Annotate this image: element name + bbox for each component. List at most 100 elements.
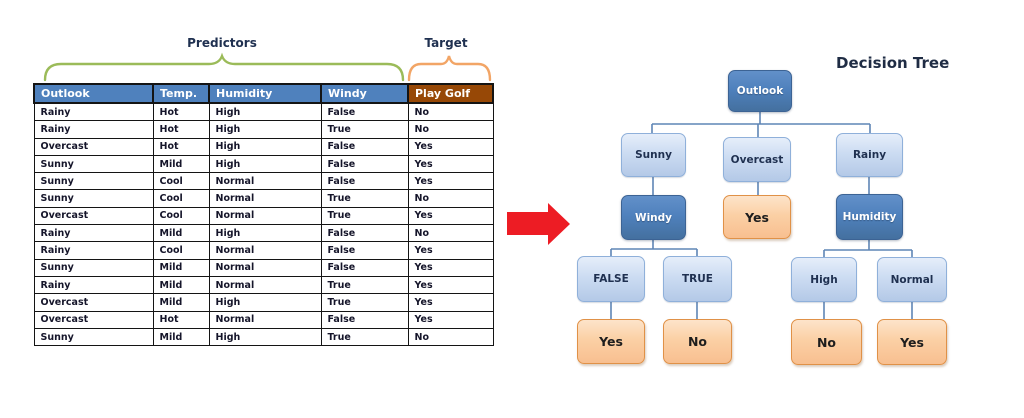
header-humidity: Humidity (208, 83, 322, 104)
cell-temp: Mild (152, 275, 210, 295)
cell-humidity: High (208, 137, 322, 156)
tree-node-high: High (791, 257, 857, 302)
cell-temp: Mild (152, 293, 210, 312)
cell-windy: False (320, 241, 409, 260)
cell-temp: Cool (152, 189, 210, 208)
tree-node-false-branch: FALSE (577, 256, 645, 302)
cell-temp: Mild (152, 258, 210, 277)
cell-humidity: High (208, 120, 322, 139)
transform-arrow-icon (507, 203, 570, 245)
cell-windy: False (320, 172, 409, 191)
cell-windy: False (320, 258, 409, 277)
cell-windy: True (320, 206, 409, 226)
cell-outlook: Overcast (33, 310, 154, 329)
table-header-row: Outlook Temp. Humidity Windy Play Golf (33, 83, 494, 104)
cell-temp: Hot (152, 120, 210, 139)
cell-outlook: Sunny (33, 189, 154, 208)
cell-humidity: Normal (208, 172, 322, 191)
cell-windy: False (320, 154, 409, 174)
cell-humidity: Normal (208, 189, 322, 208)
cell-temp: Hot (152, 310, 210, 329)
cell-play-golf: Yes (407, 137, 494, 156)
tree-node-normal: Normal (877, 257, 947, 302)
cell-outlook: Overcast (33, 137, 154, 156)
cell-temp: Cool (152, 206, 210, 226)
cell-windy: True (320, 120, 409, 139)
target-label: Target (424, 36, 468, 50)
cell-play-golf: Yes (407, 293, 494, 312)
cell-outlook: Rainy (33, 241, 154, 260)
tree-node-humidity: Humidity (836, 194, 903, 240)
cell-play-golf: No (407, 327, 494, 347)
cell-humidity: Normal (208, 310, 322, 329)
cell-temp: Cool (152, 241, 210, 260)
tree-node-no-true: No (663, 319, 732, 364)
cell-windy: True (320, 275, 409, 295)
tree-node-yes-normal: Yes (877, 319, 947, 365)
tree-node-yes-overcast: Yes (723, 195, 791, 239)
tree-node-overcast: Overcast (723, 137, 791, 182)
tree-node-true-branch: TRUE (663, 256, 732, 302)
cell-humidity: Normal (208, 206, 322, 226)
cell-play-golf: Yes (407, 258, 494, 277)
decision-tree-title: Decision Tree (836, 54, 950, 72)
cell-windy: False (320, 224, 409, 243)
cell-humidity: High (208, 293, 322, 312)
cell-humidity: Normal (208, 275, 322, 295)
header-play-golf: Play Golf (407, 83, 494, 104)
cell-outlook: Rainy (33, 275, 154, 295)
cell-outlook: Sunny (33, 172, 154, 191)
predictors-brace (43, 52, 405, 82)
cell-outlook: Sunny (33, 258, 154, 277)
cell-outlook: Rainy (33, 102, 154, 122)
predictors-label: Predictors (187, 36, 257, 50)
header-windy: Windy (320, 83, 409, 104)
cell-windy: False (320, 310, 409, 329)
cell-windy: False (320, 102, 409, 122)
cell-outlook: Sunny (33, 154, 154, 174)
cell-temp: Hot (152, 137, 210, 156)
cell-humidity: High (208, 102, 322, 122)
cell-outlook: Rainy (33, 120, 154, 139)
cell-temp: Mild (152, 154, 210, 174)
cell-play-golf: Yes (407, 172, 494, 191)
tree-node-windy: Windy (621, 195, 686, 240)
cell-windy: True (320, 189, 409, 208)
tree-node-yes-false: Yes (577, 319, 645, 364)
cell-windy: False (320, 137, 409, 156)
tree-node-outlook: Outlook (728, 70, 792, 112)
target-brace (407, 55, 492, 82)
cell-play-golf: Yes (407, 310, 494, 329)
cell-humidity: High (208, 224, 322, 243)
cell-play-golf: No (407, 224, 494, 243)
header-outlook: Outlook (33, 83, 154, 104)
cell-outlook: Sunny (33, 327, 154, 347)
cell-play-golf: Yes (407, 206, 494, 226)
cell-humidity: Normal (208, 258, 322, 277)
cell-windy: True (320, 327, 409, 347)
cell-temp: Hot (152, 102, 210, 122)
cell-humidity: Normal (208, 241, 322, 260)
cell-play-golf: No (407, 120, 494, 139)
cell-humidity: High (208, 154, 322, 174)
cell-play-golf: Yes (407, 275, 494, 295)
tree-node-sunny: Sunny (621, 133, 686, 177)
cell-play-golf: Yes (407, 241, 494, 260)
cell-outlook: Overcast (33, 293, 154, 312)
play-golf-table: Outlook Temp. Humidity Windy Play Golf R… (33, 83, 494, 347)
header-temp: Temp. (152, 83, 210, 104)
tree-node-no-high: No (791, 319, 862, 365)
